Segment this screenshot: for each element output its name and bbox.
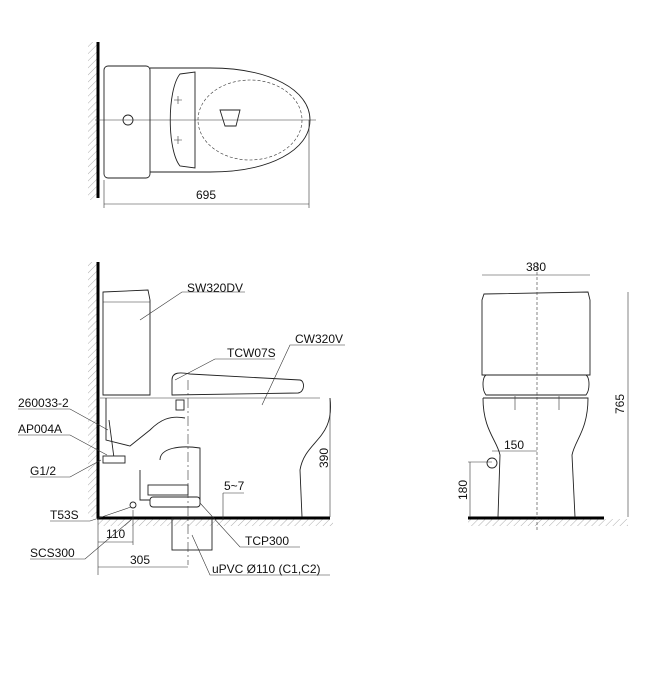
seat — [482, 374, 590, 396]
label-flange: TCP300 — [245, 534, 289, 548]
side-view: SW320DV TCW07S CW320V 260033-2 AP004A G1… — [18, 262, 345, 576]
dim-gap: 5~7 — [224, 479, 245, 493]
leader-valve — [18, 434, 108, 456]
floor-bolt — [129, 501, 137, 509]
leader-floor-fix — [30, 518, 133, 560]
dim-390: 390 — [317, 448, 331, 468]
inlet-valve — [486, 457, 498, 469]
label-bowl: CW320V — [295, 332, 343, 346]
label-bolt: T53S — [50, 508, 79, 522]
label-valve: AP004A — [18, 422, 62, 436]
flange-ring — [147, 484, 189, 496]
washlet-seat — [171, 372, 304, 396]
wall-hatch — [88, 42, 97, 200]
label-tank: SW320DV — [187, 281, 243, 295]
seat-connector — [175, 399, 185, 411]
dim-110: 110 — [106, 527, 125, 541]
label-pipe: uPVC Ø110 (C1,C2) — [212, 562, 321, 576]
label-floor-fix: SCS300 — [30, 546, 75, 560]
label-hose: 260033-2 — [18, 396, 69, 410]
leader-hose — [18, 408, 109, 431]
leader-seat — [174, 358, 275, 381]
drain-pipe — [171, 517, 213, 551]
leader-bolt — [50, 506, 132, 522]
dim-765: 765 — [613, 394, 627, 414]
floor-hatch — [98, 519, 333, 526]
leader-pipe — [191, 534, 330, 576]
flange — [149, 496, 201, 508]
tank — [481, 291, 591, 376]
leader-tank — [139, 291, 245, 321]
floor-hatch — [468, 519, 628, 526]
wall-hatch — [88, 262, 97, 517]
trap — [139, 446, 201, 501]
label-seat: TCW07S — [227, 346, 276, 360]
seat-bolts — [514, 396, 560, 410]
leader-flange — [199, 502, 300, 548]
flex-hose — [108, 419, 115, 459]
leader-inlet — [30, 459, 102, 478]
dim-380: 380 — [526, 260, 546, 274]
top-view: 695 — [88, 42, 316, 208]
leader-bowl — [261, 344, 345, 406]
tank — [102, 289, 151, 396]
dim-150: 150 — [504, 438, 524, 452]
outlet — [219, 109, 241, 127]
fixing-marks — [174, 96, 182, 144]
stop-valve — [102, 455, 126, 464]
bowl-back-profile — [105, 398, 186, 447]
label-inlet: G1/2 — [30, 464, 56, 478]
dim-180: 180 — [456, 480, 470, 500]
dim-305: 305 — [130, 553, 150, 567]
dim-695: 695 — [196, 188, 216, 202]
front-view: 380 765 150 180 — [456, 260, 629, 530]
tank-outline — [103, 65, 151, 179]
seat-hinge-cover — [169, 71, 196, 169]
bowl — [482, 397, 589, 518]
